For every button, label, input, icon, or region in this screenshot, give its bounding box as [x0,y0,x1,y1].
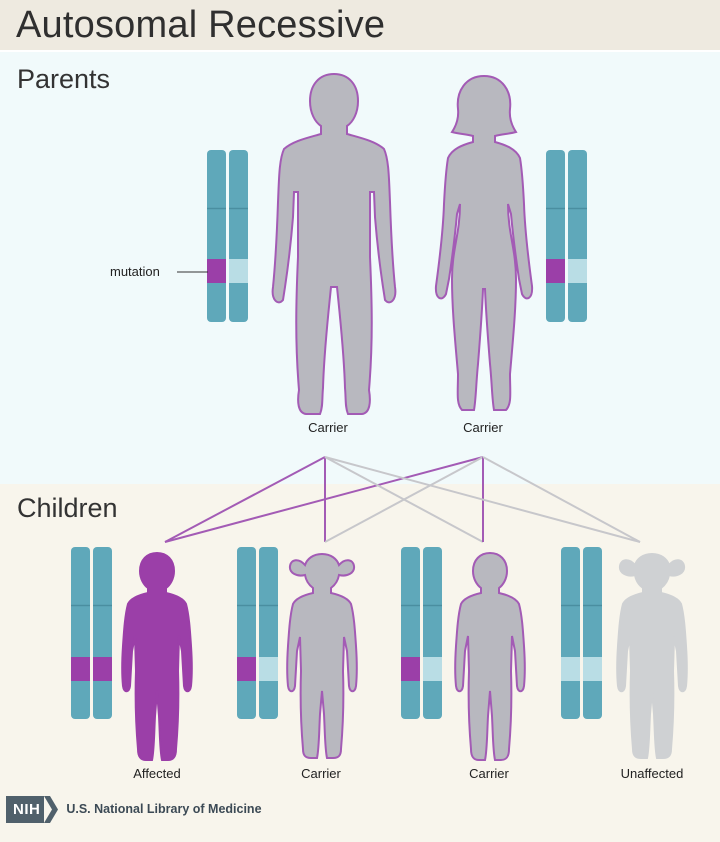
mutated-allele-band [207,259,226,283]
nih-chevron-icon [44,795,59,823]
child-chromosome-pair-3 [401,547,442,719]
chromosome [546,150,565,322]
child-label-affected: Affected [133,766,180,781]
father-chromosome-pair [207,150,248,322]
child-figure-carrier-boy [454,552,526,761]
mother-figure [434,75,534,411]
footer-credit: NIH U.S. National Library of Medicine [6,792,262,826]
normal-allele-band [583,657,602,681]
inheritance-lines [164,456,641,543]
mutation-label: mutation [110,264,160,279]
mutated-allele-band [71,657,90,681]
child-figure-affected [121,552,193,761]
normal-allele-band [423,657,442,681]
children-heading: Children [17,493,118,523]
nlm-org-name: U.S. National Library of Medicine [66,802,262,816]
mutated-allele-band [93,657,112,681]
normal-allele-band [229,259,248,283]
normal-allele-band [259,657,278,681]
child-chromosome-pair-4 [561,547,602,719]
page-title: Autosomal Recessive [16,4,386,46]
child-label-carrier-boy: Carrier [469,766,509,781]
chromosome-pairs [71,150,602,719]
mutated-allele-band [401,657,420,681]
chromosome [583,547,602,719]
child-chromosome-pair-1 [71,547,112,719]
inheritance-line-normal [482,456,641,543]
chromosome [229,150,248,322]
mutated-allele-band [237,657,256,681]
header-bar: Autosomal Recessive [0,0,720,50]
inheritance-line-mutated [164,456,326,543]
mother-label: Carrier [463,420,503,435]
inheritance-line-normal [324,456,484,543]
chromosome [568,150,587,322]
chromosome [259,547,278,719]
father-figure [271,73,397,415]
mutated-allele-band [546,259,565,283]
nih-logo: NIH [6,795,59,823]
nih-logo-text: NIH [6,795,45,823]
chromosome [237,547,256,719]
father-label: Carrier [308,420,348,435]
chromosome [93,547,112,719]
normal-allele-band [561,657,580,681]
normal-allele-band [568,259,587,283]
child-figure-unaffected [616,553,688,759]
parents-heading: Parents [17,64,111,94]
child-label-unaffected: Unaffected [621,766,684,781]
chromosome [207,150,226,322]
child-chromosome-pair-2 [237,547,278,719]
chromosome [423,547,442,719]
chromosome [561,547,580,719]
chromosome [71,547,90,719]
child-label-carrier-girl: Carrier [301,766,341,781]
inheritance-line-normal [324,456,641,543]
child-figure-carrier-girl [286,553,358,759]
mother-chromosome-pair [546,150,587,322]
chromosome [401,547,420,719]
